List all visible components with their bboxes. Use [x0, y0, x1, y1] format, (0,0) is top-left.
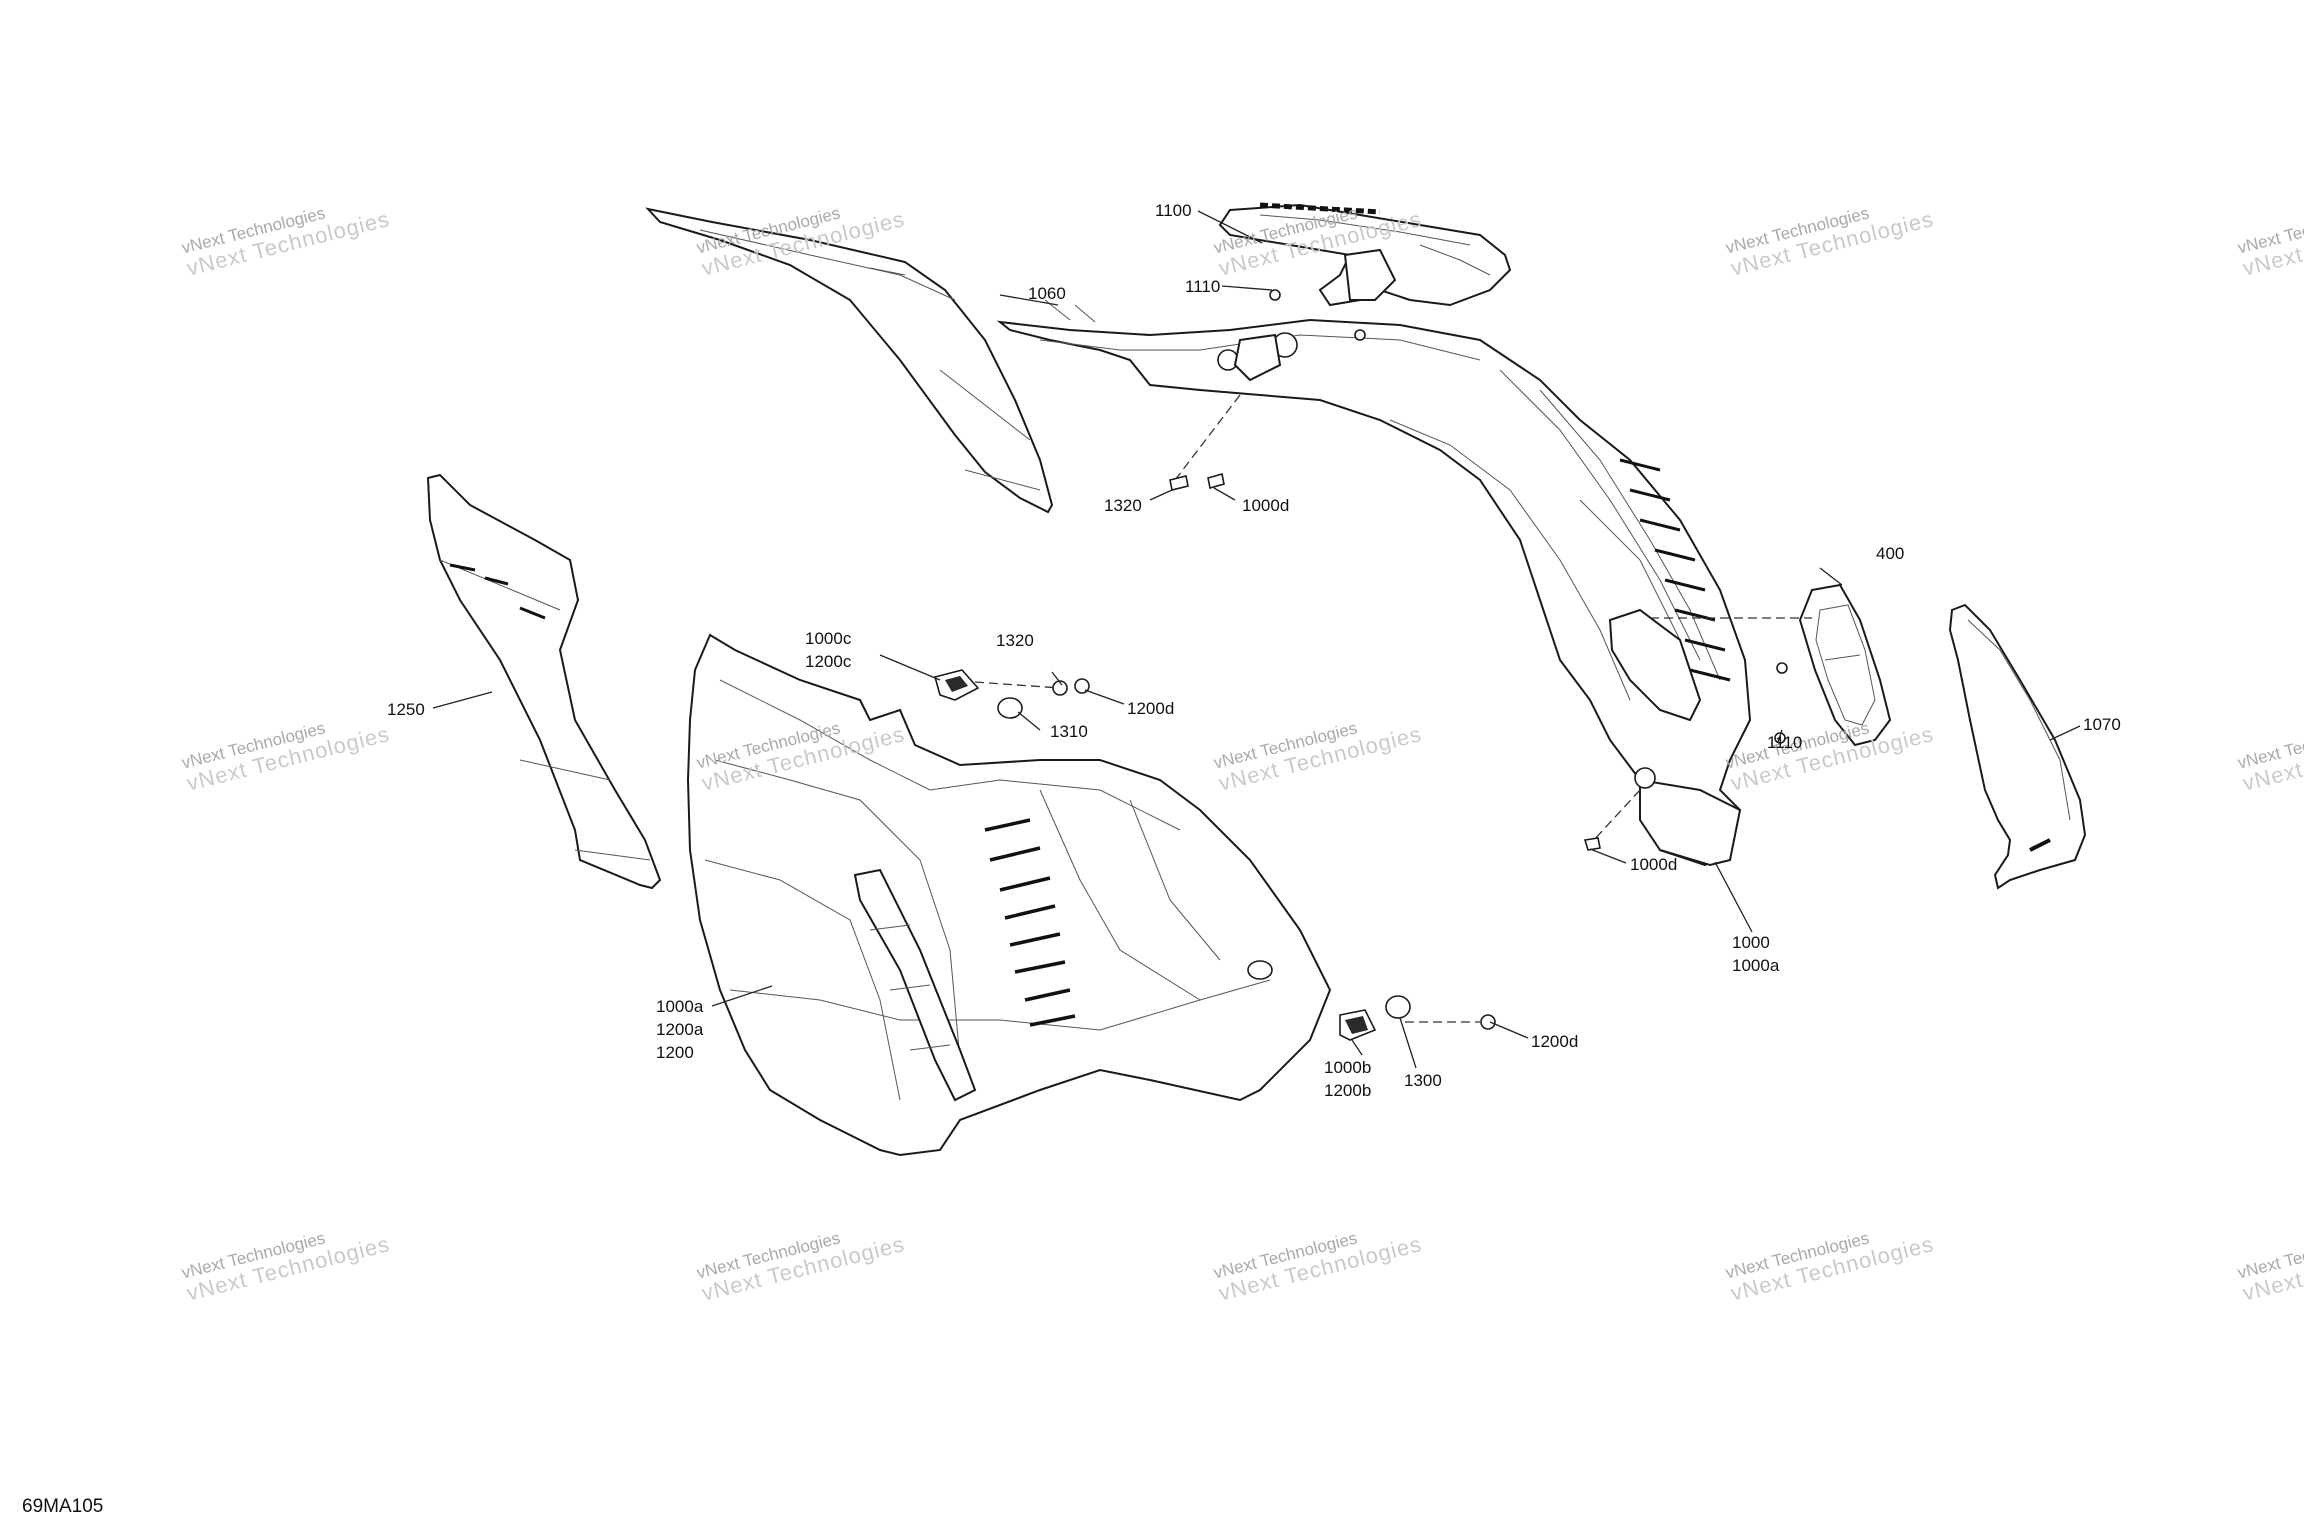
callout-1310: 1310	[1050, 722, 1088, 741]
part-1000a-side-panel	[686, 633, 1332, 1157]
leader-lines	[432, 210, 2081, 1069]
callout-1000d-top: 1000d	[1242, 496, 1290, 515]
part-1000-rear-fender	[996, 299, 1752, 867]
callout-1100: 1100	[1155, 201, 1192, 220]
callout-1070: 1070	[2083, 715, 2121, 734]
callout-1300: 1300	[1404, 1071, 1442, 1090]
callout-1110-top: 1110	[1185, 277, 1221, 296]
callout-1110-right: 1110	[1767, 733, 1803, 752]
callout-1200d-bottom: 1200d	[1531, 1032, 1579, 1051]
part-400-tail-light	[1798, 583, 1892, 747]
callout-1060: 1060	[1028, 284, 1066, 303]
callout-1320-top: 1320	[1104, 496, 1142, 515]
diagram-code: 69MA105	[22, 1496, 104, 1517]
callout-1200d-mid: 1200d	[1127, 699, 1175, 718]
part-1060-panel	[645, 207, 1054, 514]
part-1250-panel	[426, 473, 662, 890]
part-1100-handle	[1218, 202, 1512, 307]
callout-1000d-right: 1000d	[1630, 855, 1678, 874]
callout-1320-mid: 1320	[996, 631, 1034, 650]
part-1070-trim	[1948, 603, 2087, 890]
callout-1250: 1250	[387, 700, 425, 719]
callout-400: 400	[1876, 544, 1905, 563]
